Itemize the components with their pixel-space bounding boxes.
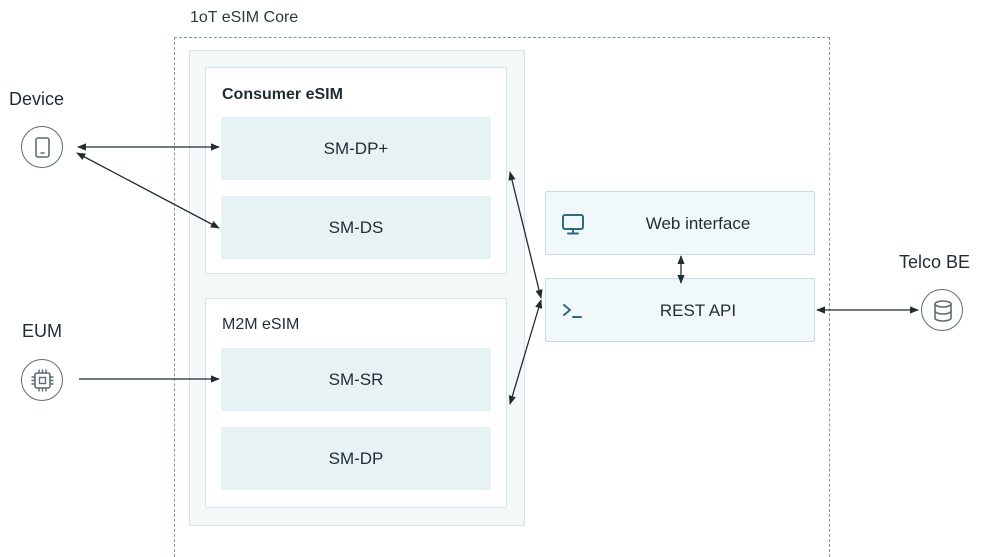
device-node xyxy=(21,126,63,168)
sm-dp-plus-to-rest-api-arrow xyxy=(508,171,543,299)
module-sm-dp-plus: SM-DP+ xyxy=(221,117,491,180)
terminal-icon xyxy=(560,298,586,324)
connector-lines xyxy=(76,143,919,405)
eum-label: EUM xyxy=(22,321,62,341)
module-sm-sr: SM-SR xyxy=(221,348,491,411)
module-sm-dp: SM-DP xyxy=(221,427,491,490)
web-interface-box: Web interface xyxy=(545,191,815,255)
telco-be-label: Telco BE xyxy=(899,252,971,272)
module-sm-ds: SM-DS xyxy=(221,196,491,259)
web-interface-label: Web interface xyxy=(645,214,751,233)
core-boundary xyxy=(174,37,830,557)
phone-icon xyxy=(35,137,50,158)
eum-node xyxy=(21,359,63,401)
rest-api-label: REST API xyxy=(659,301,737,320)
sm-sr-to-rest-api-arrow xyxy=(508,299,543,405)
telco-be-node xyxy=(921,289,963,331)
device-label: Device xyxy=(9,89,65,109)
rest-api-box: REST API xyxy=(545,278,815,342)
core-title: 1oT eSIM Core xyxy=(190,9,299,26)
m2m-esim-title: M2M eSIM xyxy=(222,316,300,333)
chip-icon xyxy=(31,369,54,392)
consumer-esim-title: Consumer eSIM xyxy=(222,86,343,103)
monitor-icon xyxy=(560,211,586,237)
database-icon xyxy=(934,300,952,322)
device-to-sm-ds-arrow xyxy=(76,152,220,229)
